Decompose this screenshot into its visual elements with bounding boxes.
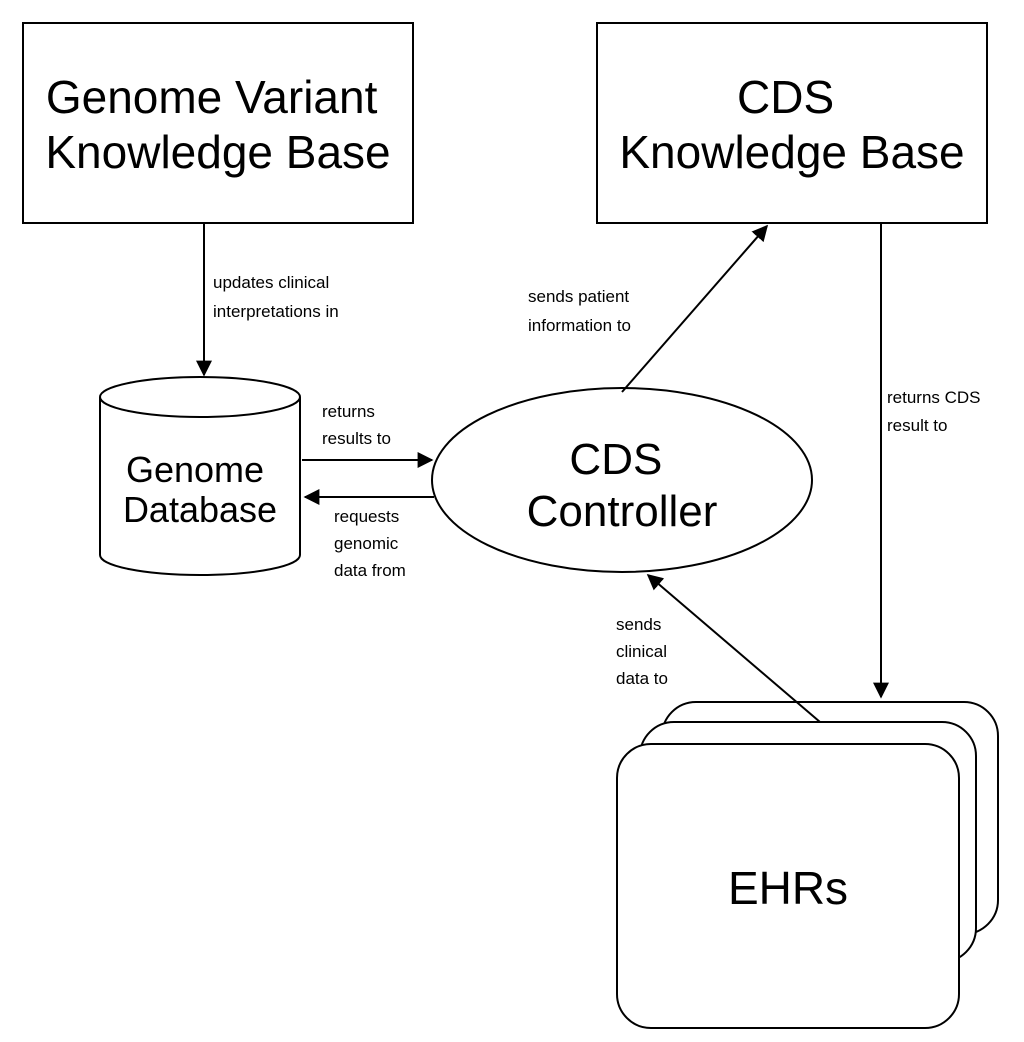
genome-database-cylinder-top bbox=[99, 376, 301, 418]
genome-variant-kb-label-line-1: Genome Variant bbox=[46, 71, 378, 123]
cds-controller-label-line-2: Controller bbox=[527, 487, 718, 536]
cds-controller-ellipse bbox=[431, 387, 813, 573]
cds-kb-label: CDS Knowledge Base bbox=[619, 71, 964, 178]
edge-controller-to-db-label: requests genomic data from bbox=[334, 507, 406, 580]
genome-variant-kb-node: Genome Variant Knowledge Base bbox=[22, 22, 414, 224]
cds-kb-box bbox=[596, 22, 988, 224]
cds-controller-node: CDS Controller bbox=[431, 387, 813, 573]
genome-variant-kb-label-line-2: Knowledge Base bbox=[45, 126, 390, 178]
edge-controller-to-db-label-line-2: genomic bbox=[334, 534, 399, 553]
edge-db-to-controller-label-line-2: results to bbox=[322, 429, 391, 448]
edge-ehrs-to-controller-arrow bbox=[646, 573, 821, 723]
edge-cds-kb-to-ehrs: returns CDS result to bbox=[873, 224, 985, 699]
edge-ehrs-to-controller-label: sends clinical data to bbox=[616, 615, 672, 688]
edge-controller-to-cds-kb-label-line-2: information to bbox=[528, 316, 631, 335]
edge-ehrs-to-controller-label-line-1: sends bbox=[616, 615, 661, 634]
edge-cds-kb-to-ehrs-label: returns CDS result to bbox=[887, 388, 985, 435]
edge-cds-kb-to-ehrs-label-line-2: result to bbox=[887, 416, 947, 435]
cds-controller-label: CDS Controller bbox=[527, 435, 718, 536]
genome-variant-kb-box bbox=[22, 22, 414, 224]
edge-db-to-controller-label-line-1: returns bbox=[322, 402, 375, 421]
edge-controller-to-cds-kb-label: sends patient information to bbox=[528, 287, 634, 335]
edge-kb-to-db-label-line-2: interpretations in bbox=[213, 302, 339, 321]
cds-controller-label-line-1: CDS bbox=[569, 435, 662, 484]
edge-controller-to-cds-kb-arrow bbox=[621, 224, 769, 393]
edge-kb-to-db-label: updates clinical interpretations in bbox=[213, 273, 339, 321]
genome-database-label: Genome Database bbox=[123, 449, 277, 530]
edge-ehrs-to-controller-label-line-3: data to bbox=[616, 669, 668, 688]
edge-ehrs-to-controller: sends clinical data to bbox=[616, 573, 821, 723]
ehrs-card-front bbox=[616, 743, 960, 1029]
genome-database-label-line-1: Genome bbox=[126, 449, 264, 490]
edge-ehrs-to-controller-label-line-2: clinical bbox=[616, 642, 667, 661]
cds-kb-label-line-1: CDS bbox=[737, 71, 834, 123]
cds-kb-label-line-2: Knowledge Base bbox=[619, 126, 964, 178]
edge-kb-to-db-label-line-1: updates clinical bbox=[213, 273, 329, 292]
genome-database-cylinder bbox=[99, 397, 301, 576]
genome-variant-kb-label: Genome Variant Knowledge Base bbox=[45, 71, 390, 178]
edge-controller-to-cds-kb-label-line-1: sends patient bbox=[528, 287, 629, 306]
edge-controller-to-db: requests genomic data from bbox=[303, 489, 434, 580]
edge-controller-to-db-label-line-1: requests bbox=[334, 507, 399, 526]
edge-db-to-controller-label: returns results to bbox=[322, 402, 391, 448]
ehrs-node: EHRs bbox=[616, 701, 999, 1029]
genome-database-label-line-2: Database bbox=[123, 489, 277, 530]
edge-cds-kb-to-ehrs-label-line-1: returns CDS bbox=[887, 388, 981, 407]
ehrs-label: EHRs bbox=[728, 862, 848, 914]
edge-controller-to-cds-kb: sends patient information to bbox=[528, 224, 769, 393]
genome-database-node: Genome Database bbox=[99, 376, 301, 576]
cds-kb-node: CDS Knowledge Base bbox=[596, 22, 988, 224]
edge-db-to-controller: returns results to bbox=[302, 402, 434, 468]
edge-kb-to-db: updates clinical interpretations in bbox=[196, 224, 339, 377]
edge-controller-to-db-label-line-3: data from bbox=[334, 561, 406, 580]
